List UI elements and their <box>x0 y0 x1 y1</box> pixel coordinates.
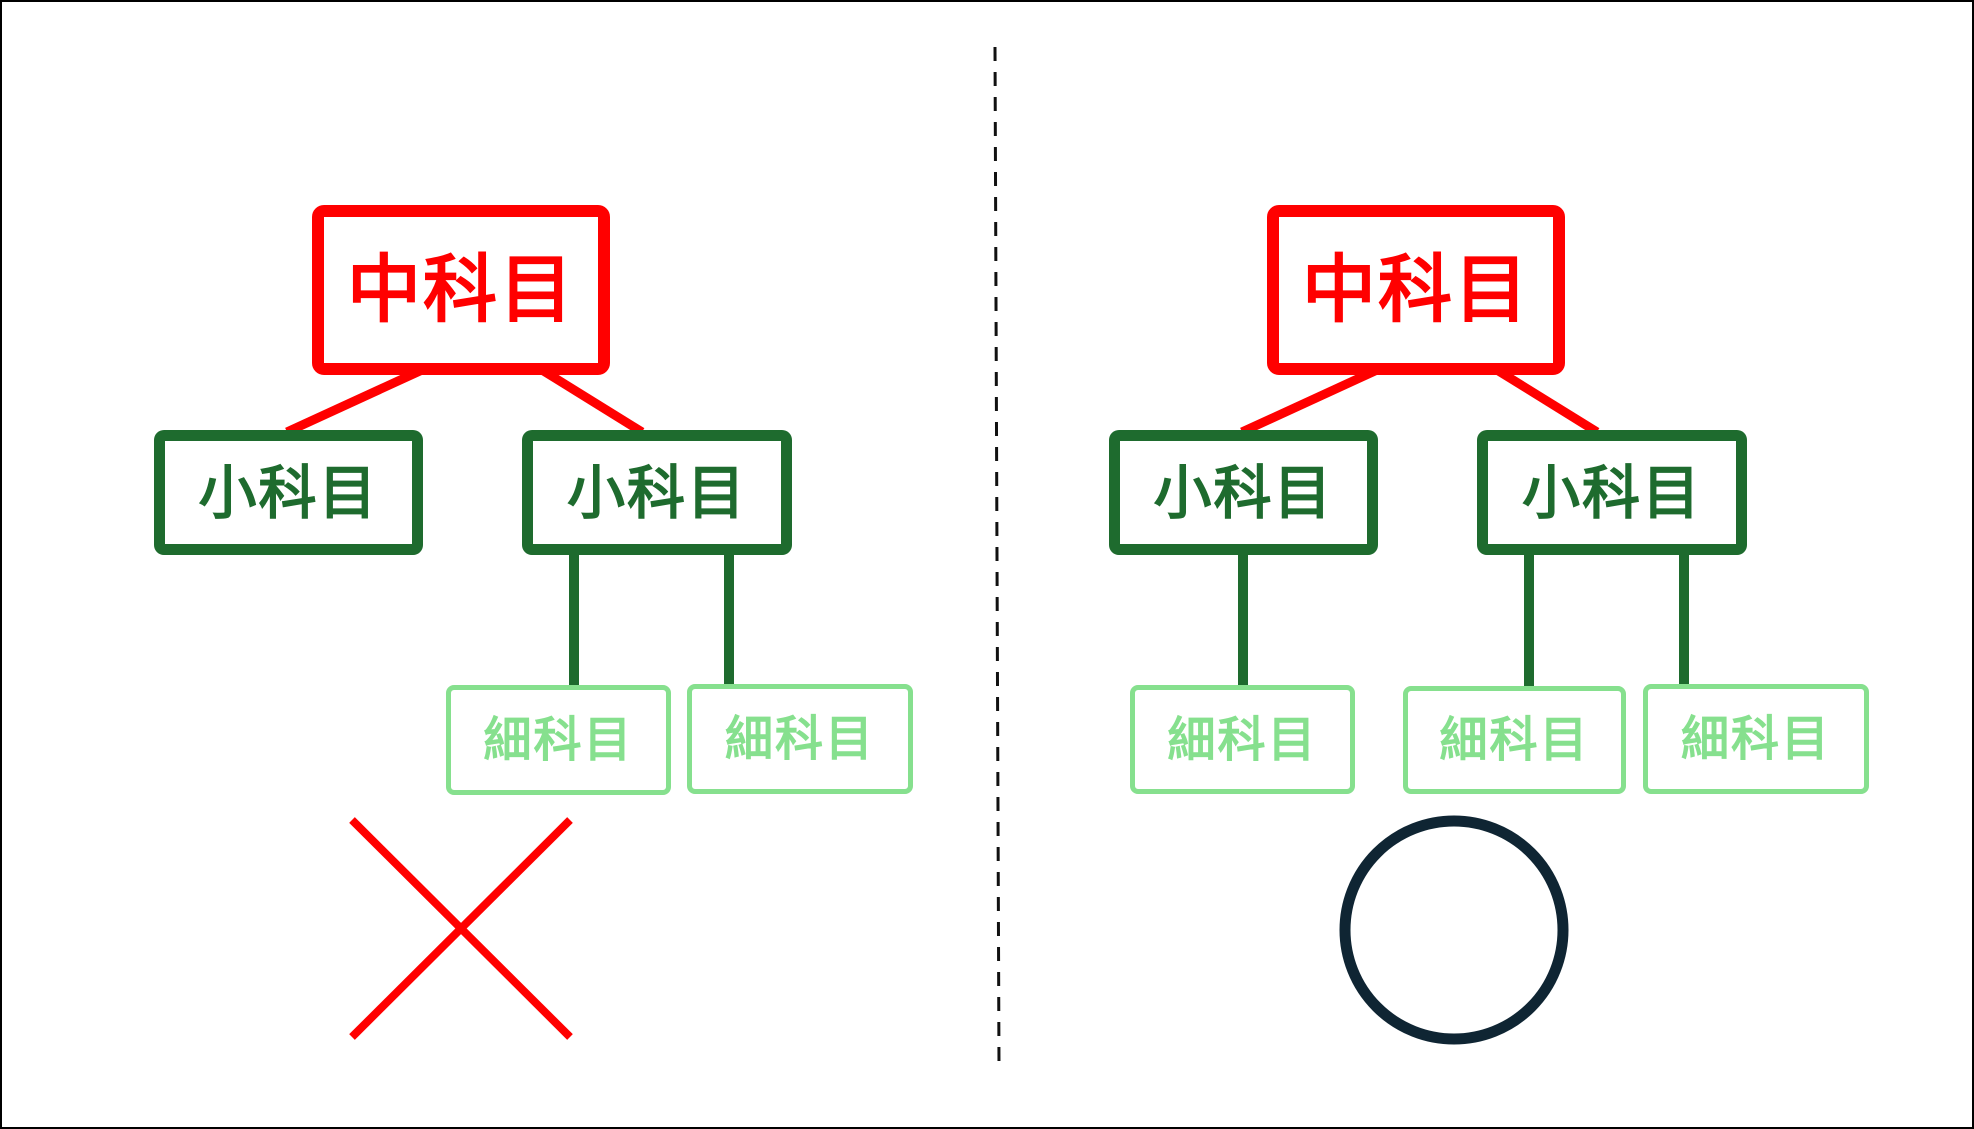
left-middle-category-box: 中科目 <box>312 205 610 375</box>
left-small-category-label-2: 小科目 <box>566 458 747 527</box>
left-connector-middle-to-small-2 <box>539 366 645 436</box>
left-connector-middle-to-small-1 <box>285 365 424 437</box>
right-small-category-label-2: 小科目 <box>1521 458 1702 527</box>
right-middle-category-box: 中科目 <box>1267 205 1565 375</box>
correct-mark-icon <box>1339 815 1569 1045</box>
center-divider <box>993 46 1001 1068</box>
wrong-mark-icon <box>349 817 573 1040</box>
right-detail-category-label-3: 細科目 <box>1680 711 1831 767</box>
right-detail-category-box-3: 細科目 <box>1643 684 1869 794</box>
right-detail-category-box-2: 細科目 <box>1403 686 1626 794</box>
left-small-category-label-1: 小科目 <box>198 458 379 527</box>
left-small-category-box-2: 小科目 <box>522 430 792 555</box>
right-middle-category-label: 中科目 <box>1302 247 1530 333</box>
right-detail-category-label-2: 細科目 <box>1439 712 1590 768</box>
left-small-category-box-1: 小科目 <box>154 430 423 555</box>
right-connector-middle-to-small-2 <box>1494 366 1600 436</box>
left-detail-category-box-1: 細科目 <box>446 685 671 795</box>
right-small-category-label-1: 小科目 <box>1153 458 1334 527</box>
left-detail-category-label-2: 細科目 <box>724 711 875 767</box>
left-middle-category-label: 中科目 <box>347 247 575 333</box>
left-detail-category-label-1: 細科目 <box>483 712 634 768</box>
left-detail-category-box-2: 細科目 <box>687 684 913 794</box>
right-connector-middle-to-small-1 <box>1240 365 1379 437</box>
right-small-category-box-1: 小科目 <box>1109 430 1378 555</box>
right-small-category-box-2: 小科目 <box>1477 430 1747 555</box>
right-detail-category-box-1: 細科目 <box>1130 685 1355 794</box>
right-detail-category-label-1: 細科目 <box>1167 711 1318 768</box>
